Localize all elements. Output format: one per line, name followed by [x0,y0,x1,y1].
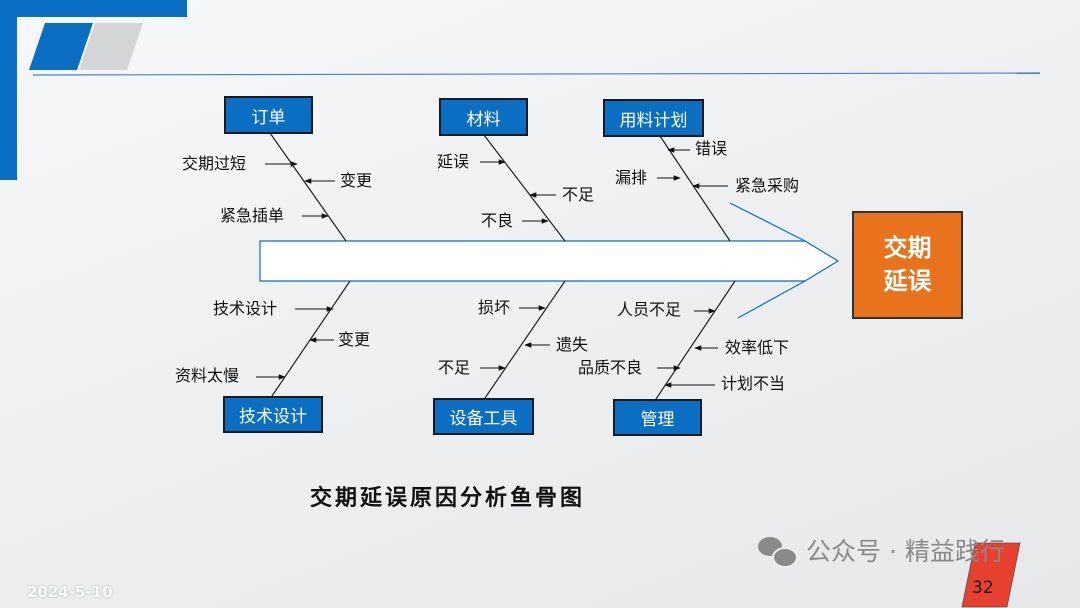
effect-line2: 延误 [883,267,932,295]
cause-label: 紧急采购 [735,176,800,195]
cause-label: 效率低下 [725,338,790,357]
header-bar-left [0,0,17,180]
page-number: 32 [972,578,994,598]
watermark-text: 公众号 · 精益践行 [806,537,1005,566]
cause-label: 错误 [695,139,728,158]
wechat-icon [758,536,798,568]
cause-label: 人员不足 [617,300,682,319]
category-tech-design: 技术设计 [223,396,323,433]
header-rule [32,72,1041,76]
category-material-plan: 用料计划 [603,99,704,137]
cause-label: 变更 [340,171,373,190]
cause-label: 不良 [481,211,514,230]
fish-head-line-bottom [737,280,806,319]
cause-label: 损坏 [478,298,511,317]
cause-label: 紧急插单 [220,206,285,225]
cause-label: 变更 [338,330,371,349]
category-management: 管理 [613,399,702,436]
category-material: 材料 [439,98,528,136]
diagram-title: 交期延误原因分析鱼骨图 [310,486,586,511]
header-parallelogram-gray [79,23,143,70]
cause-label: 延误 [437,152,470,171]
cause-label: 漏排 [615,168,648,187]
header-parallelogram-blue [29,23,93,70]
watermark: 公众号 · 精益践行 [758,536,1005,568]
cause-label: 不足 [562,185,595,204]
category-order: 订单 [224,96,313,134]
category-equipment: 设备工具 [433,398,534,435]
slide-date: 2024-5-10 [27,583,113,601]
bone-equipment [484,280,566,399]
cause-label: 技术设计 [213,299,278,318]
bone-order [269,132,347,242]
cause-label: 资料太慢 [175,366,240,385]
cause-label: 品质不良 [578,358,643,377]
header-bar-top [0,0,187,17]
fish-head-line-top [729,202,806,242]
fish-spine [259,240,840,282]
cause-label: 遗失 [556,335,589,354]
cause-label: 计划不当 [721,374,786,393]
effect-line1: 交期 [883,234,932,262]
cause-label: 交期过短 [182,154,247,173]
effect-box: 交期 延误 [852,211,963,319]
bone-material [483,134,566,242]
bone-management [655,280,736,400]
page-number-badge [961,542,1021,608]
cause-label: 不足 [438,358,471,377]
